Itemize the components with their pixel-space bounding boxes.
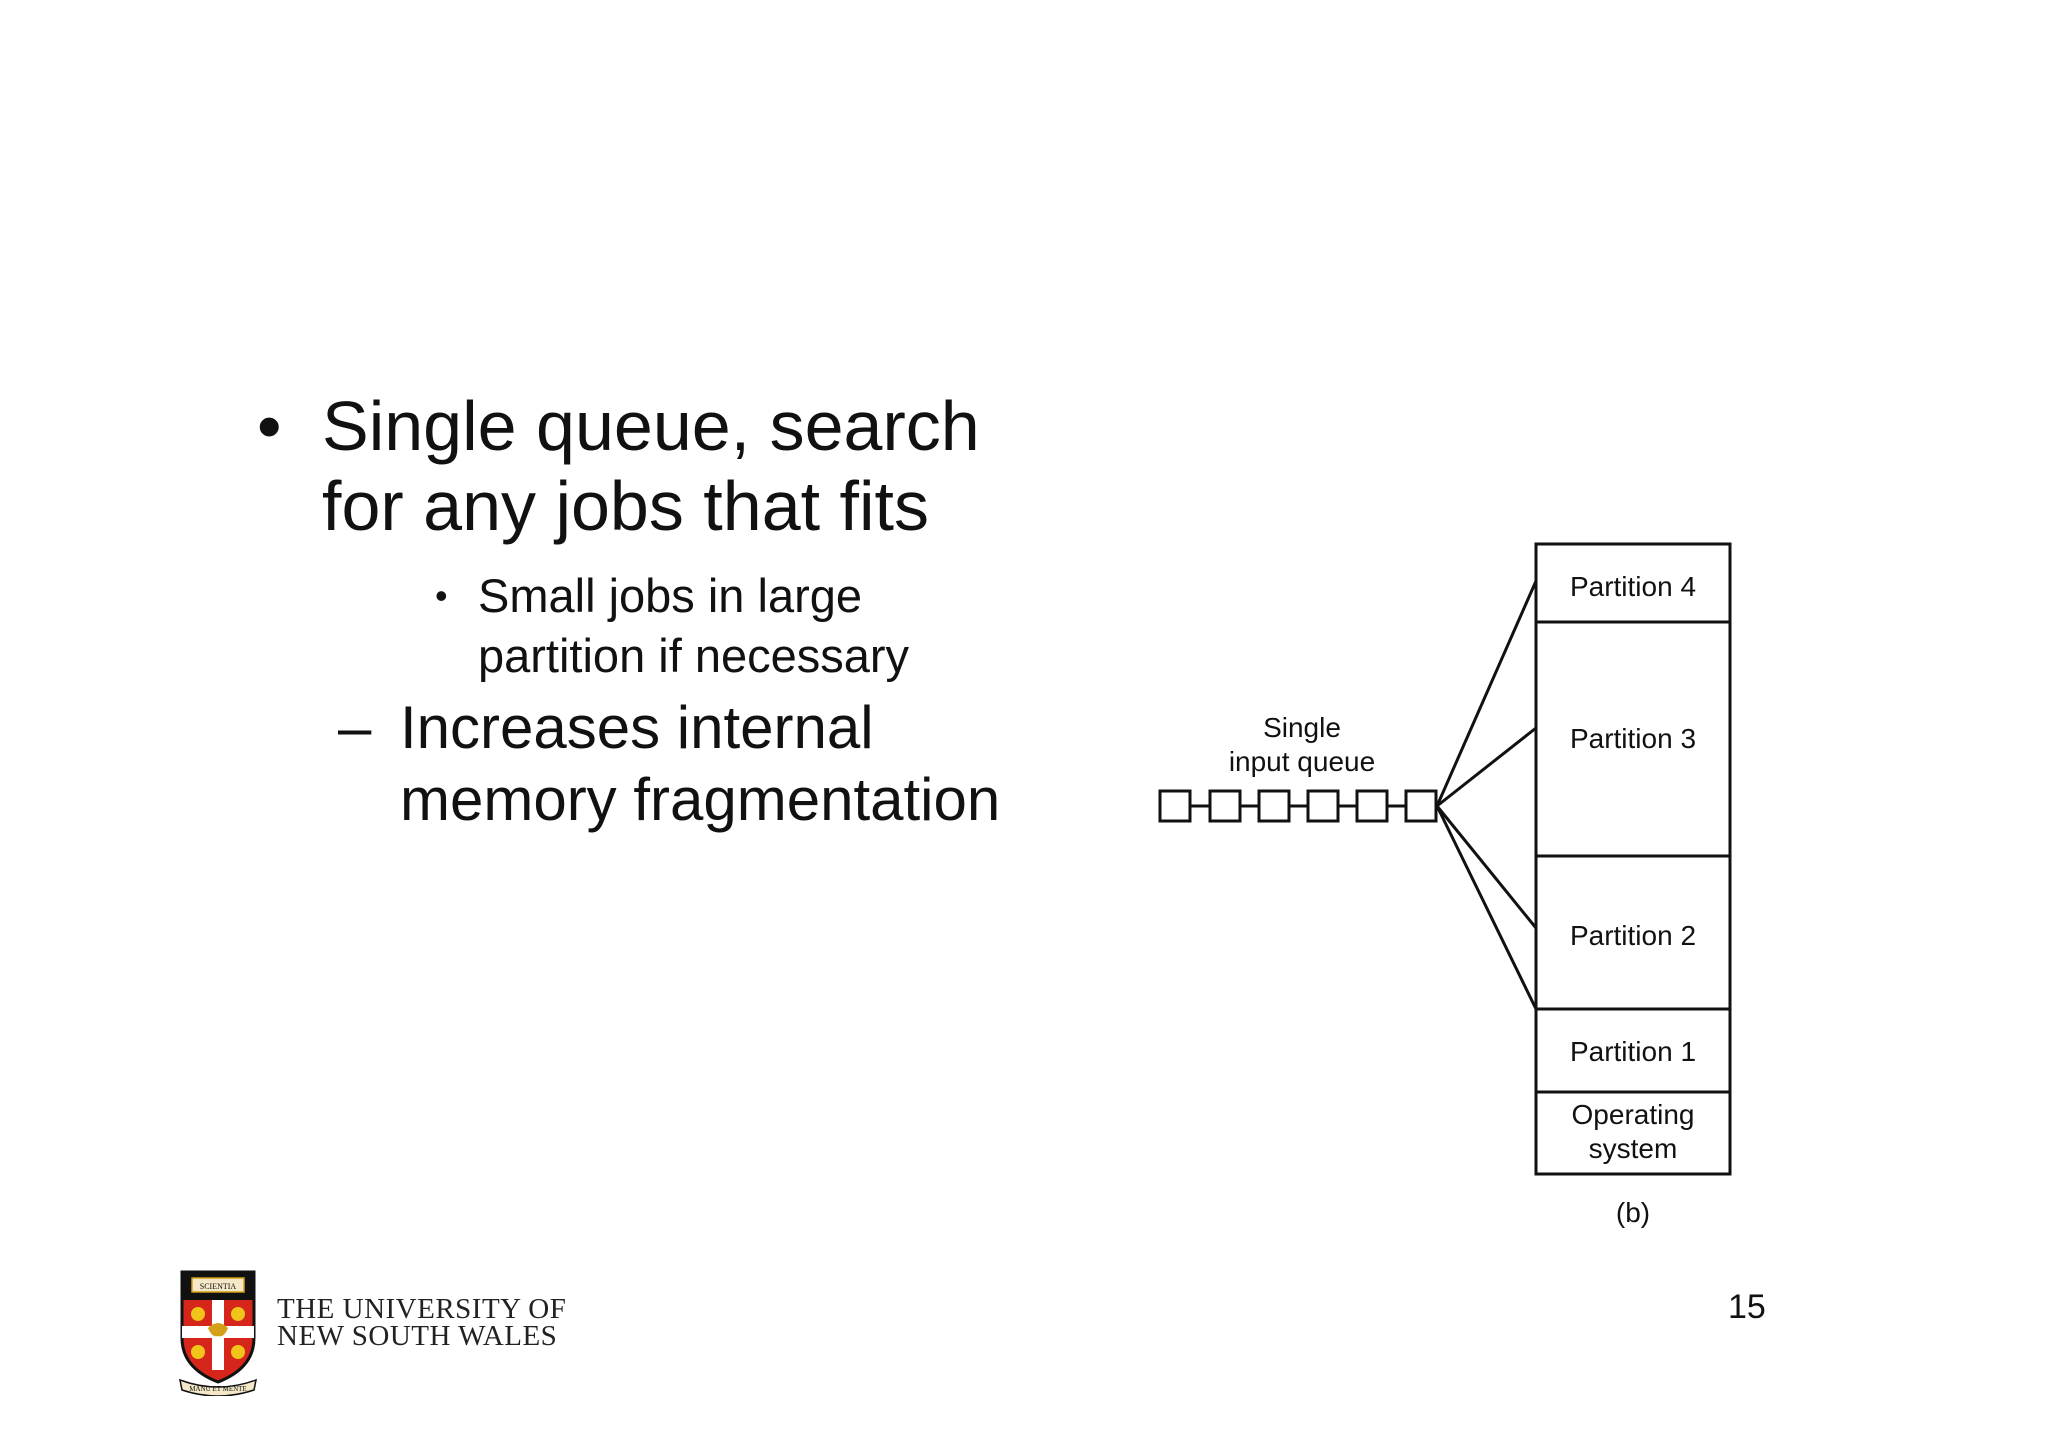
queue-label-line2: input queue [1229,746,1375,777]
connector-partition-3 [1436,726,1537,808]
queue-slot [1404,789,1438,823]
partition-4-label: Partition 4 [1570,571,1696,602]
os-label-line2: system [1589,1133,1678,1164]
partition-2-label: Partition 2 [1570,920,1696,951]
unsw-crest-logo: SCIENTIA MANU ET MENTE [179,1270,257,1396]
queue-slot [1306,789,1340,823]
partition-3-label: Partition 3 [1570,723,1696,754]
connector-partition-4 [1435,580,1538,807]
crest-scroll-text: SCIENTIA [200,1282,237,1291]
university-name-line2: NEW SOUTH WALES [277,1320,558,1352]
partition-1-label: Partition 1 [1570,1036,1696,1067]
bullet-sub-text: Small jobs in large partition if necessa… [478,569,910,682]
connector-partition-2 [1435,805,1538,929]
queue-slot [1158,789,1192,823]
queue-slot [1208,789,1242,823]
university-name-line1: THE UNIVERSITY OF [277,1293,567,1325]
queue-connectors [1435,580,1538,1010]
bullet-dash-marker: – [338,694,372,761]
university-name: THE UNIVERSITY OF NEW SOUTH WALES [277,1293,567,1352]
os-label-line1: Operating [1572,1099,1695,1130]
connector-partition-1 [1435,805,1538,1010]
crest-motto: MANU ET MENTE [189,1385,246,1393]
bullet-sub-marker: • [435,575,448,616]
diagram-caption: (b) [1616,1197,1650,1228]
memory-column [1534,542,1732,1176]
page-number: 15 [1728,1288,1766,1326]
bullet-dash-text: Increases internal memory fragmentation [400,694,1001,833]
memory-outline [1534,542,1732,1176]
queue-label-line1: Single [1263,712,1341,743]
bullet-main-text: Single queue, search for any jobs that f… [322,387,980,545]
bullet-main-marker: • [257,387,282,465]
queue-slot [1355,789,1389,823]
queue-slot [1257,789,1291,823]
input-queue [1158,789,1438,823]
